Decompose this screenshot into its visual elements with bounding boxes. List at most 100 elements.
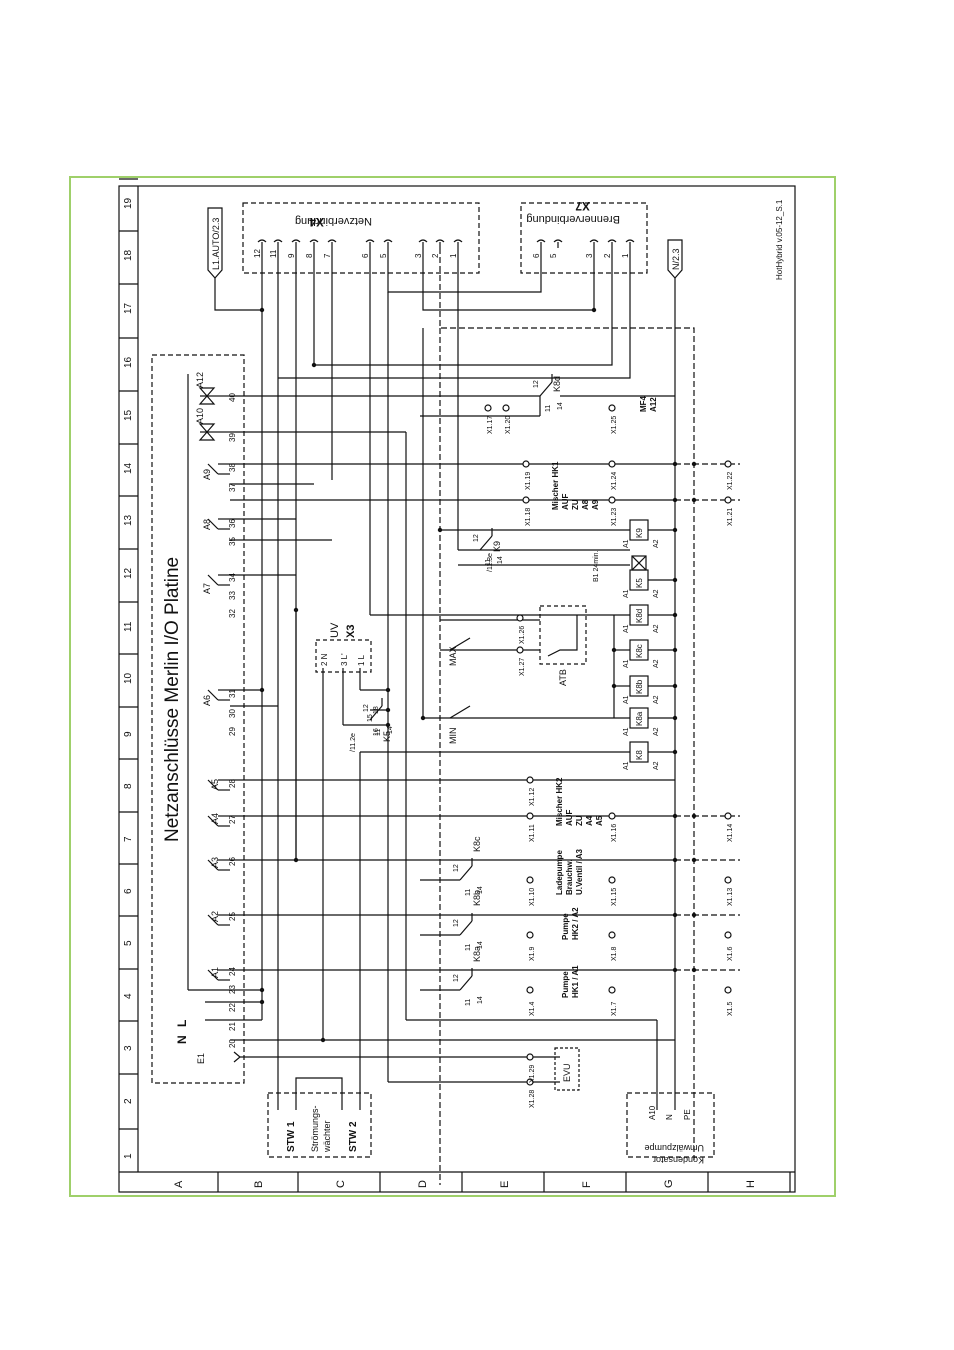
contact-switch	[539, 381, 553, 397]
x4-connector	[365, 239, 375, 243]
coil-a2: A2	[653, 539, 660, 548]
x4-connector	[418, 239, 428, 243]
terminal-label: X1.11	[529, 824, 536, 842]
relay-contacts	[207, 463, 230, 981]
contact-pin: 12	[453, 919, 460, 927]
relay-switch	[207, 463, 219, 475]
evu-box	[554, 1047, 580, 1091]
terminal-label: X1.7	[611, 1001, 618, 1016]
triac-a12	[198, 387, 216, 405]
contact-pin: 14	[497, 556, 504, 564]
grid-letter: H	[745, 1180, 757, 1188]
evu-label: EVU	[562, 1063, 572, 1082]
x4-pin-label: 12	[253, 249, 262, 258]
coil-label: K8	[635, 750, 644, 760]
grid-number: 12	[123, 567, 134, 579]
x7-pin-label: 2	[603, 253, 612, 258]
x4-connector	[453, 239, 463, 243]
load-pumpe-hk2-1: HK2 / A2	[571, 907, 580, 940]
relay-label-a1: A1	[210, 967, 220, 978]
contact-pin: 11	[465, 889, 472, 896]
terminal-X1-25	[608, 404, 616, 412]
terminal-24: 24	[228, 967, 237, 976]
uv-pin-1: 3 L'	[340, 653, 349, 666]
max-switch	[449, 637, 471, 651]
k5-pin-16: 16	[373, 728, 380, 736]
x4-pin-label: 11	[269, 249, 278, 258]
x4-label: X4	[309, 215, 324, 229]
grid-number: 8	[123, 783, 134, 789]
k5-pin-18: 18	[373, 706, 380, 714]
umwalz-a10: A10	[648, 1105, 657, 1120]
contact-switch	[479, 535, 493, 551]
coil-a1: A1	[623, 624, 630, 633]
x7-connector	[625, 239, 635, 243]
umwalz-box	[626, 1092, 715, 1158]
relay-label-a3: A3	[210, 857, 220, 868]
contact-switch	[459, 975, 473, 991]
contact-pin: 11	[485, 559, 492, 566]
coil-a2: A2	[653, 761, 660, 770]
terminal-label: X1.4	[529, 1001, 536, 1016]
terminal-X1-20	[502, 404, 510, 412]
grid-number: 4	[123, 993, 134, 999]
terminal-31: 31	[228, 689, 237, 698]
grid-letter: E	[499, 1181, 511, 1188]
coil-label: K8c	[635, 644, 644, 658]
load-ladepumpe-0: Ladepumpe	[555, 850, 564, 895]
diagram-frame	[69, 176, 836, 1197]
umwalz-line1: Umwälzpumpe	[644, 1143, 704, 1153]
relay-switch	[207, 914, 219, 926]
terminal-label: X1.21	[727, 508, 734, 526]
load-mischer-hk1-1: AUF	[561, 493, 570, 510]
load-mischer-hk1-2: ZU	[571, 499, 580, 510]
contact-label: K8b	[472, 890, 482, 906]
load-mischer-hk2-0: Mischer HK2	[555, 777, 564, 826]
stw2-label: STW 2	[348, 1121, 359, 1152]
e1-arrow-icon	[233, 1051, 241, 1063]
load-ladepumpe-1: Brauchw.	[565, 859, 574, 895]
relay-switch	[207, 574, 219, 586]
coil-a2: A2	[653, 727, 660, 736]
stroemungswaechter-switch	[295, 1077, 343, 1110]
grid-letter: C	[335, 1180, 347, 1188]
terminal-X1-15	[608, 876, 616, 884]
x4-connector	[257, 239, 267, 243]
terminal-X1-23	[608, 496, 616, 504]
terminal-X1-22	[724, 460, 732, 468]
terminal-34: 34	[228, 573, 237, 582]
contact-pin: 12	[453, 974, 460, 982]
wires	[187, 248, 740, 1185]
umwalz-pe: PE	[683, 1109, 692, 1120]
x7-name: Brennerverbindung	[526, 213, 620, 225]
grid-letter: A	[173, 1180, 185, 1188]
load-ladepumpe-2: U.Ventil / A3	[575, 849, 584, 895]
load-mischer-hk1-4: A9	[591, 499, 600, 510]
x7-connector	[553, 239, 563, 243]
relay-label-a8: A8	[202, 519, 212, 530]
x7-box	[520, 202, 648, 274]
terminal-X1-13	[724, 876, 732, 884]
coil-a1: A1	[623, 695, 630, 704]
grid-letter: B	[253, 1181, 265, 1188]
relay-switch	[207, 969, 219, 981]
relay-label-a2: A2	[210, 911, 220, 922]
n2-ref-flag	[667, 239, 683, 279]
coil-label: K8a	[635, 711, 644, 726]
coil-a2: A2	[653, 659, 660, 668]
contact-switch	[369, 705, 383, 721]
terminal-23: 23	[228, 985, 237, 994]
relay-switch	[207, 859, 219, 871]
coil-k8c	[629, 639, 649, 661]
terminal-X1-24	[608, 460, 616, 468]
stw1-label: STW 1	[286, 1121, 297, 1152]
load-mischer-hk1-0: Mischer HK1	[551, 461, 560, 510]
version-label: HotHybrid v.05-12_S.1	[775, 199, 784, 280]
k5-timer-box	[631, 555, 647, 571]
k5-pin-15: 15	[367, 714, 374, 722]
